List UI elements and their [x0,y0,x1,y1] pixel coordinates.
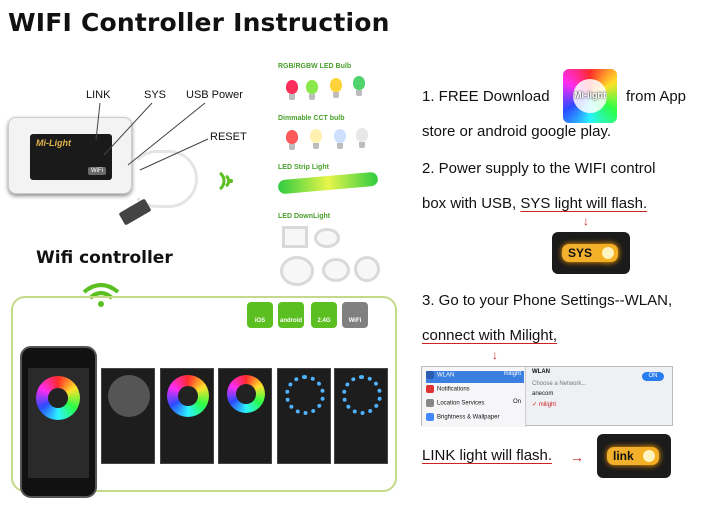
app-screen [218,368,272,464]
callout-lines [95,102,209,171]
milight-app-icon: Mi-light [563,69,617,123]
location-icon [426,399,434,407]
rgb-bulb [330,78,342,98]
callout-sys: SYS [144,89,167,101]
usb-cable [128,150,198,208]
cct-bulb [356,128,368,148]
downlight [322,258,350,282]
2-4g-badge: 2.4G [311,302,337,328]
app-icon-center [573,79,607,113]
link-led-photo: link [597,434,671,478]
brightness-ring [285,375,325,415]
color-wheel-center [178,386,198,406]
rgb-bulb [353,76,365,96]
cct-bulb [334,129,346,149]
choose-network-label: Choose a Network... [532,381,587,387]
network-item-selected: ✓ milight [532,402,557,408]
downlight [354,256,380,282]
label-downlight: LED DownLight [278,213,331,220]
android-badge: android [278,302,304,328]
device-label: Mi-Light WiFi [30,134,112,180]
step1-text-a: 1. FREE Download [422,88,550,105]
right-arrow-icon: → [570,449,584,465]
rgb-bulb [286,80,298,100]
wifi-signal-icon [218,171,233,191]
color-wheel-center [236,384,256,404]
settings-main: WLAN ON Choose a Network... anecom ✓ mil… [532,369,670,411]
cct-bulb [286,130,298,150]
sys-led-dot [602,247,614,259]
settings-sidebar: WLAN milight Notifications Location Serv… [422,367,526,427]
phone [20,346,97,498]
rgb-bulb [306,80,318,100]
app-screens-panel [11,296,397,492]
device-brand: Mi-Light [36,138,71,148]
page-title: WIFI Controller Instruction [8,8,390,37]
step1-text-c: store or android google play. [422,123,612,140]
sidebar-item-location: Location Services On [426,399,524,411]
down-arrow-icon: ↓ [492,348,498,362]
step2-plain: box with USB, [422,195,517,212]
dimmer-wheel [108,375,150,417]
callout-link: LINK [86,89,111,101]
color-wheel-center [48,388,68,408]
app-icon-label: Mi-light [574,90,606,100]
step2-text-a: 2. Power supply to the WIFI control [422,160,656,177]
wifi-icon [426,371,434,379]
downlight [280,256,314,286]
app-screen [277,368,331,464]
callout-reset: RESET [210,131,247,143]
sidebar-item-brightness: Brightness & Wallpaper [426,413,524,425]
settings-wlan-title: WLAN [532,369,550,375]
step3-text-a: 3. Go to your Phone Settings--WLAN, [422,292,673,309]
callout-usb-power: USB Power [186,89,243,101]
phone-screen [28,368,89,478]
step2-underlined: SYS light will flash. [520,195,648,212]
wifi-badge: WiFi [342,302,368,328]
sys-led-photo: SYS [552,232,630,274]
panel-light [282,226,308,248]
network-item: anecom [532,391,554,397]
usb-plug [118,198,152,226]
app-screen [160,368,214,464]
link-flash-text: LINK light will flash. [422,447,553,464]
sidebar-item-notifications: Notifications [426,385,524,397]
wifi-controller-caption: Wifi controller [36,248,173,268]
phone-settings-screenshot: WLAN milight Notifications Location Serv… [421,366,673,427]
device-wifi-badge: WiFi [88,167,106,175]
wlan-toggle: ON [642,372,664,381]
ios-badge: iOS [247,302,273,328]
downlight [314,228,340,248]
down-arrow-icon: ↓ [583,214,589,228]
notifications-icon [426,385,434,393]
cct-bulb [310,129,322,149]
led-strip [277,171,379,195]
link-led-dot [643,450,655,462]
brightness-icon [426,413,434,421]
step3-text-b: connect with Milight, [422,327,558,344]
app-screen [101,368,155,464]
step2-text-b: box with USB, SYS light will flash. [422,195,647,213]
step1-text-b: from App [626,88,687,105]
label-rgb-bulb: RGB/RGBW LED Bulb [278,63,352,70]
app-screen [334,368,388,464]
sidebar-item-wlan: WLAN milight [426,371,524,383]
label-strip: LED Strip Light [278,164,329,171]
brightness-ring [342,375,382,415]
label-cct-bulb: Dimmable CCT bulb [278,115,345,122]
